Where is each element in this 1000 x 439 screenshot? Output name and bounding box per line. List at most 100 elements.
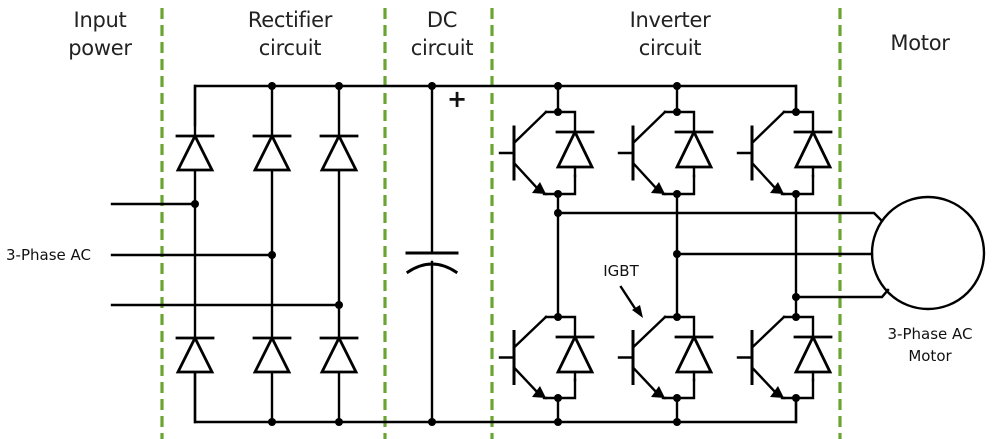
igbt-emitter-diagonal bbox=[631, 161, 659, 191]
diode-triangle bbox=[252, 334, 292, 374]
diode-triangle bbox=[674, 333, 714, 374]
section-header-line1: Input bbox=[73, 8, 127, 32]
diode-triangle bbox=[319, 334, 359, 374]
junction-dot bbox=[428, 82, 436, 90]
junction-dot bbox=[191, 200, 199, 208]
motor-label: 3-Phase AC Motor bbox=[880, 323, 980, 367]
junction-dot bbox=[673, 82, 681, 90]
section-header-line1: Rectifier bbox=[247, 8, 333, 32]
motor-circle bbox=[870, 195, 986, 311]
diode bbox=[319, 132, 359, 172]
inverter-leg bbox=[617, 82, 714, 426]
igbt-switch bbox=[498, 313, 595, 402]
junction-dot bbox=[673, 313, 681, 321]
diode-triangle bbox=[793, 333, 833, 374]
igbt-collector-diagonal bbox=[512, 110, 548, 145]
positive-dc-bus bbox=[193, 84, 798, 127]
diode bbox=[674, 333, 714, 374]
section-header-line2: circuit bbox=[258, 36, 322, 60]
junction-dot bbox=[268, 418, 276, 426]
dc-link-capacitor bbox=[405, 82, 459, 426]
junction-dot bbox=[673, 394, 681, 402]
junction-dot bbox=[673, 108, 681, 116]
section-header-line1: Motor bbox=[890, 31, 950, 55]
junction-dot bbox=[335, 82, 343, 90]
section-header-line1: Inverter bbox=[629, 8, 711, 32]
motor-label-line2: Motor bbox=[908, 347, 952, 365]
callout-arrow-line bbox=[619, 285, 638, 312]
igbt-switch bbox=[736, 313, 833, 402]
igbt-emitter-arrow bbox=[770, 386, 784, 398]
igbt-collector-diagonal bbox=[750, 110, 786, 145]
section-header-line2: circuit bbox=[410, 36, 474, 60]
junction-dot bbox=[792, 313, 800, 321]
igbt-emitter-arrow bbox=[651, 182, 665, 194]
zone-dividers bbox=[160, 8, 842, 439]
igbt-switch bbox=[498, 108, 595, 198]
section-header-motor: Motor bbox=[860, 29, 980, 57]
junction-dot bbox=[554, 190, 562, 198]
diode-triangle bbox=[175, 334, 215, 374]
junction-dot bbox=[554, 313, 562, 321]
igbt-collector-diagonal bbox=[512, 315, 548, 350]
diode bbox=[555, 333, 595, 374]
diode-triangle bbox=[175, 132, 215, 172]
motor-lead-w bbox=[794, 288, 890, 299]
junction-dot bbox=[792, 394, 800, 402]
igbt-collector-diagonal bbox=[750, 315, 786, 350]
junction-dot bbox=[792, 108, 800, 116]
igbt-emitter-arrow bbox=[770, 182, 784, 194]
igbt-callout-arrow bbox=[619, 285, 643, 318]
igbt-emitter-diagonal bbox=[750, 161, 778, 191]
igbt-collector-diagonal bbox=[631, 315, 667, 350]
inverter-leg bbox=[498, 82, 595, 426]
dc-positive-sign: + bbox=[446, 85, 468, 113]
igbt-emitter-diagonal bbox=[750, 365, 778, 395]
motor bbox=[554, 195, 986, 311]
junction-dot bbox=[335, 301, 343, 309]
diode bbox=[555, 128, 595, 169]
diode-triangle bbox=[555, 128, 595, 169]
igbt-emitter-diagonal bbox=[631, 365, 659, 395]
capacitor-plate-curved bbox=[405, 262, 459, 275]
diode-triangle bbox=[793, 128, 833, 169]
igbt-label: IGBT bbox=[603, 262, 639, 280]
diode-triangle bbox=[319, 132, 359, 172]
junction-dot bbox=[554, 394, 562, 402]
ac-input-lines bbox=[110, 202, 341, 307]
diode bbox=[674, 128, 714, 169]
junction-dot bbox=[428, 418, 436, 426]
diode bbox=[175, 132, 215, 172]
rectifier-leg bbox=[175, 84, 215, 424]
rectifier-leg bbox=[319, 82, 359, 426]
rectifier-bridge bbox=[175, 82, 359, 426]
junction-dot bbox=[268, 251, 276, 259]
section-header-dc: DC circuit bbox=[392, 6, 492, 62]
junction-dot bbox=[673, 250, 681, 258]
junction-dot bbox=[554, 108, 562, 116]
diode bbox=[252, 334, 292, 374]
junction-dot bbox=[268, 82, 276, 90]
igbt-switch bbox=[617, 313, 714, 402]
rectifier-leg bbox=[252, 82, 292, 426]
section-header-line2: power bbox=[68, 36, 132, 60]
section-header-line1: DC bbox=[426, 8, 458, 32]
junction-dot bbox=[554, 418, 562, 426]
igbt-emitter-arrow bbox=[532, 386, 546, 398]
diode bbox=[252, 132, 292, 172]
diode bbox=[793, 333, 833, 374]
diode bbox=[319, 334, 359, 374]
diode-triangle bbox=[555, 333, 595, 374]
igbt-switch bbox=[736, 108, 833, 198]
diode-triangle bbox=[674, 128, 714, 169]
igbt-collector-diagonal bbox=[631, 110, 667, 145]
igbt-emitter-arrow bbox=[532, 182, 546, 194]
junction-dot bbox=[335, 418, 343, 426]
junction-dot bbox=[673, 190, 681, 198]
igbt-switch bbox=[617, 108, 714, 198]
motor-label-line1: 3-Phase AC bbox=[887, 325, 973, 343]
diode-triangle bbox=[252, 132, 292, 172]
junction-dot bbox=[554, 209, 562, 217]
section-header-line2: circuit bbox=[638, 36, 702, 60]
